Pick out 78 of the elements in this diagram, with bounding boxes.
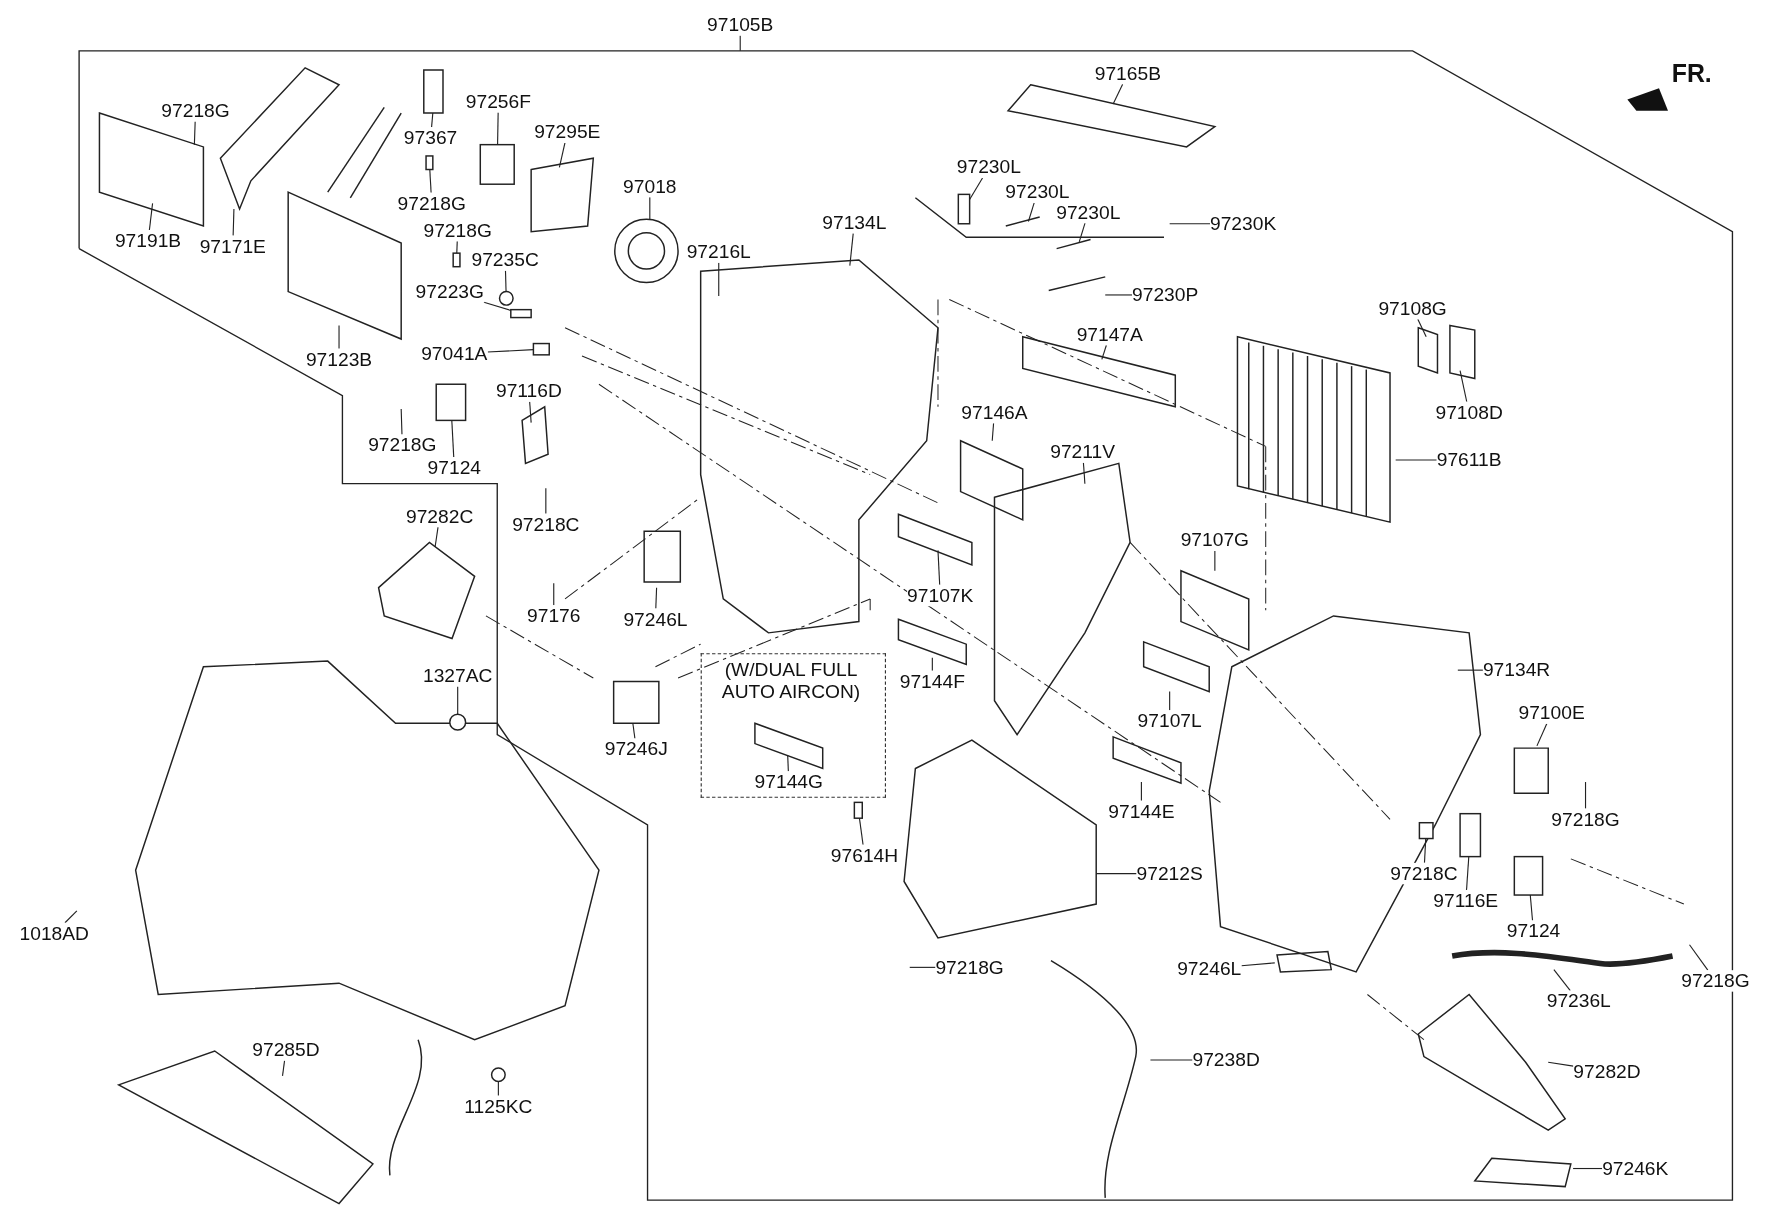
leader-line — [655, 587, 658, 610]
leader-line — [1240, 962, 1276, 967]
bolt — [425, 155, 434, 171]
leader-line — [400, 408, 403, 436]
leader-line — [529, 401, 532, 424]
actuator-part — [1513, 855, 1544, 896]
bolt — [452, 252, 461, 268]
leader-line — [1027, 202, 1035, 223]
leader-line — [558, 142, 566, 168]
leader-line — [1465, 856, 1470, 891]
bolt-head — [490, 1067, 506, 1083]
part-number: 97218G — [1681, 970, 1750, 992]
leader-line — [1553, 969, 1571, 992]
screw — [853, 801, 863, 819]
leader-line — [858, 817, 864, 846]
leader-line — [545, 487, 547, 515]
leader-line — [718, 262, 720, 297]
leader-line — [281, 1060, 286, 1077]
clip — [1418, 821, 1434, 840]
bushing — [498, 290, 514, 306]
leader-line — [338, 324, 340, 350]
leader-line — [1584, 781, 1587, 810]
seal-strip — [957, 193, 971, 225]
leader-line — [429, 168, 432, 194]
leader-line — [991, 422, 995, 442]
leader-line — [431, 112, 434, 128]
leader-line — [649, 196, 651, 220]
leader-line — [504, 270, 507, 293]
leader-line — [434, 526, 439, 548]
leader-line — [1417, 318, 1427, 338]
leader-line — [1104, 294, 1133, 296]
leader-line — [1457, 669, 1484, 671]
leader-line — [497, 1080, 499, 1097]
leader-line — [1547, 1061, 1574, 1067]
leader-line — [931, 657, 933, 672]
leader-line — [148, 202, 154, 231]
part-number: 97218C — [1390, 862, 1458, 885]
leader-line — [1688, 944, 1709, 971]
leader-line — [483, 301, 512, 311]
leader-line — [1169, 691, 1171, 711]
leader-line — [1112, 83, 1124, 105]
actuator-part — [479, 143, 515, 185]
lever-plate — [1459, 812, 1482, 858]
leader-line — [1572, 1167, 1603, 1170]
leader-line — [64, 910, 78, 924]
leader-line — [451, 419, 455, 458]
leader-line — [193, 120, 196, 146]
lever — [510, 308, 532, 319]
leader-line — [909, 966, 937, 968]
leader-line — [739, 35, 741, 52]
leader-line — [486, 349, 534, 353]
leader-line — [1082, 462, 1086, 485]
leader-line — [1423, 837, 1427, 864]
leader-line — [1149, 1059, 1194, 1061]
leader-line — [1536, 723, 1548, 747]
leader-line — [232, 208, 235, 237]
leader-line — [1529, 894, 1534, 922]
leader-line — [456, 240, 458, 254]
leader-line — [787, 754, 789, 772]
clip — [532, 342, 550, 356]
nut — [449, 713, 467, 731]
leader-line — [1169, 223, 1211, 225]
leader-line — [632, 722, 636, 740]
leader-line — [1078, 222, 1086, 243]
actuator-part — [435, 383, 467, 422]
leader-line — [457, 685, 459, 715]
option-note: (W/DUAL FULL AUTO AIRCON) — [720, 658, 862, 704]
leader-line — [849, 232, 854, 267]
leader-line — [497, 111, 499, 146]
leader-line — [937, 549, 941, 586]
leader-line — [1214, 550, 1216, 572]
leader-line — [1101, 344, 1107, 360]
leader-line — [1459, 370, 1468, 403]
leader-line — [1095, 873, 1138, 875]
leader-line — [1395, 459, 1438, 461]
leader-line — [553, 582, 555, 606]
leader-line — [1140, 781, 1142, 802]
leader-line — [969, 177, 984, 201]
